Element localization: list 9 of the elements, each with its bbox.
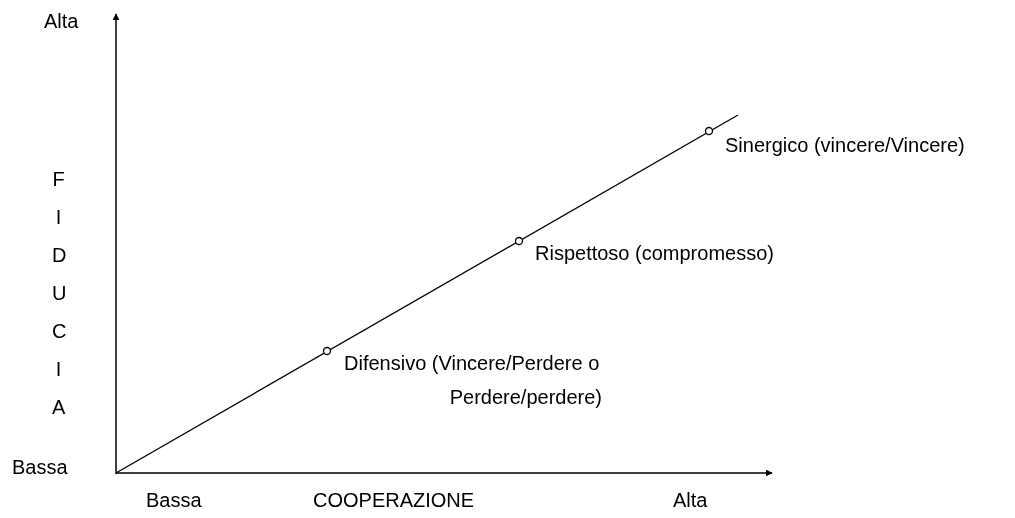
axis-end-label: Bassa — [146, 488, 202, 512]
axis-end-label: Alta — [44, 9, 79, 33]
point-label: Difensivo (Vincere/Perdere o Perdere/perdere) — [344, 351, 602, 410]
axis-title: FIDUCIA — [52, 167, 65, 420]
point-label: Sinergico (vincere/Vincere) — [725, 133, 965, 157]
axis-title: COOPERAZIONE — [313, 488, 475, 512]
axis-end-label: Bassa — [12, 455, 68, 479]
axis-end-label: Alta — [673, 488, 708, 512]
point-label: Rispettoso (compromesso) — [535, 241, 774, 265]
